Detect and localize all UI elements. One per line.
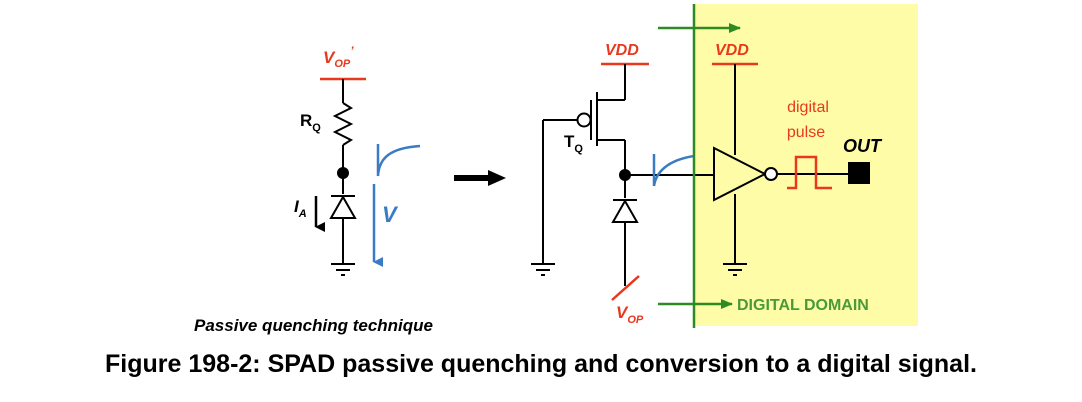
ground-symbol [331, 263, 355, 276]
pmos-transistor [543, 92, 625, 146]
digital-pulse-waveform [787, 155, 832, 190]
rq-label: RQ [300, 111, 321, 134]
passive-quenching-circuit [314, 77, 421, 276]
vop-label: VOP [616, 303, 644, 326]
ground-symbol-gate [531, 263, 555, 276]
vop-prime-label: VOP’ [323, 44, 354, 70]
spad-diode-right [611, 198, 639, 223]
vop-supply-bar [611, 275, 640, 301]
quench-resistor [332, 102, 354, 146]
spad-diode [329, 194, 357, 219]
tq-label: TQ [564, 132, 583, 155]
v-label: V [382, 202, 399, 227]
figure-caption: Figure 198-2: SPAD passive quenching and… [105, 350, 977, 378]
vdd-right-label: VDD [715, 42, 749, 59]
conversion-circuit [531, 62, 714, 301]
ia-label: IA [294, 197, 307, 220]
inverter [712, 62, 870, 276]
digital-pulse-label-2: pulse [787, 124, 825, 141]
out-label: OUT [843, 136, 883, 156]
digital-domain-label: DIGITAL DOMAIN [737, 297, 869, 314]
node-voltage-waveform [652, 154, 695, 187]
passive-title: Passive quenching technique [194, 316, 433, 335]
transition-arrow [454, 170, 506, 186]
ground-symbol-inverter [723, 263, 747, 276]
voltage-waveform [376, 144, 421, 177]
node-dot [337, 167, 349, 179]
out-terminal [848, 162, 870, 184]
vdd-left-label: VDD [605, 42, 639, 59]
digital-pulse-label-1: digital [787, 99, 829, 116]
